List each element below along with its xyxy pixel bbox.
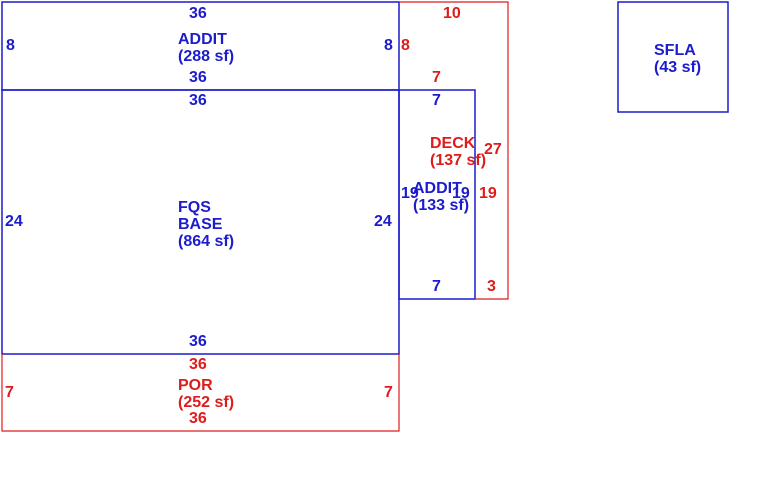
por-name: POR — [178, 377, 213, 394]
por-outline — [1, 354, 400, 432]
fqs-base-label: FQS BASE (864 sf) — [178, 199, 234, 250]
deck-dim-right-lower: 19 — [479, 185, 497, 202]
fqs-base-dim-left: 24 — [5, 213, 23, 230]
addit-right-dim-left: 19 — [401, 185, 419, 202]
por-label: POR (252 sf) — [178, 377, 234, 411]
fqs-base-name-line1: FQS — [178, 199, 211, 216]
addit-right-label: ADDIT (133 sf) — [413, 180, 469, 214]
deck-label: DECK (137 sf) — [430, 135, 486, 169]
addit-right-area: (133 sf) — [413, 197, 470, 214]
deck-dim-bottom: 3 — [487, 278, 496, 295]
por-dim-left: 7 — [5, 384, 14, 401]
addit-top-label: ADDIT (288 sf) — [178, 31, 234, 65]
addit-right-outline — [398, 89, 476, 300]
por-area: (252 sf) — [178, 394, 235, 411]
fqs-base-dim-top: 36 — [189, 92, 207, 109]
addit-top-dim-right: 8 — [384, 37, 393, 54]
addit-right-dim-right: 19 — [452, 185, 470, 202]
deck-dim-inner-top: 7 — [432, 69, 441, 86]
sfla-name: SFLA — [654, 42, 696, 59]
fqs-base-dim-bottom: 36 — [189, 333, 207, 350]
sfla-area: (43 sf) — [654, 59, 702, 76]
addit-top-dim-left: 8 — [6, 37, 15, 54]
addit-top-dim-bottom: 36 — [189, 69, 207, 86]
deck-outline — [399, 1, 509, 300]
fqs-base-area: (864 sf) — [178, 233, 235, 250]
fqs-base-dim-right: 24 — [374, 213, 392, 230]
deck-area: (137 sf) — [430, 152, 487, 169]
por-dim-right: 7 — [384, 384, 393, 401]
addit-right-dim-top: 7 — [432, 92, 441, 109]
deck-name: DECK — [430, 135, 476, 152]
deck-dim-left-upper: 8 — [401, 37, 410, 54]
sfla-outline — [617, 1, 729, 113]
por-dim-bottom: 36 — [189, 410, 207, 427]
addit-top-area: (288 sf) — [178, 48, 235, 65]
addit-right-dim-bottom: 7 — [432, 278, 441, 295]
addit-right-name: ADDIT — [413, 180, 462, 197]
addit-top-dim-top: 36 — [189, 5, 207, 22]
deck-dim-top: 10 — [443, 5, 461, 22]
fqs-base-name-line2: BASE — [178, 216, 223, 233]
addit-top-name: ADDIT — [178, 31, 227, 48]
deck-dim-right: 27 — [484, 141, 502, 158]
por-dim-top: 36 — [189, 356, 207, 373]
sfla-label: SFLA (43 sf) — [654, 42, 701, 76]
